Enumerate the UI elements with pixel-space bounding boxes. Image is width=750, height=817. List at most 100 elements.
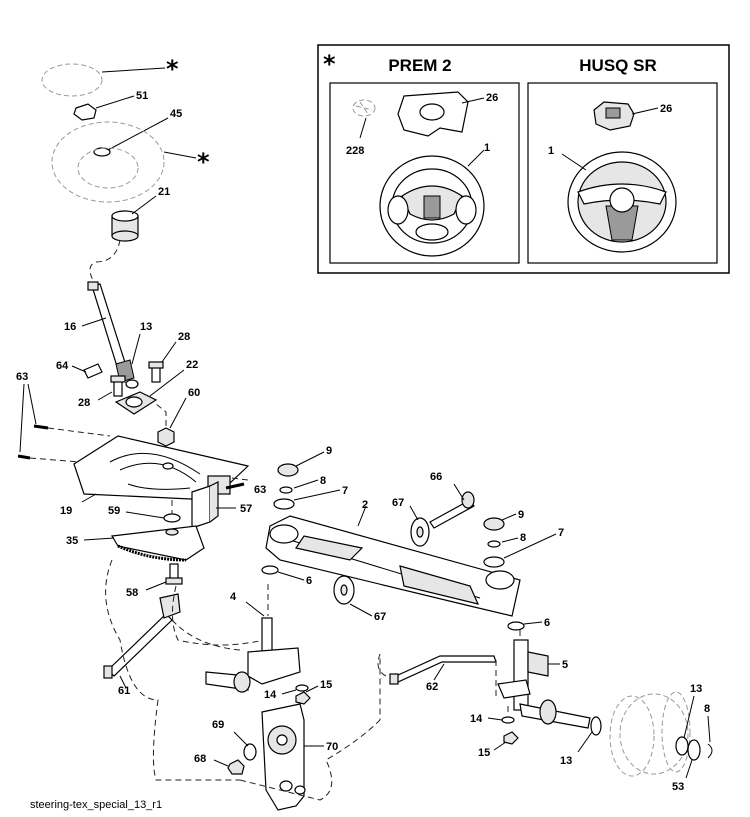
label-28-upper: 28 (178, 331, 190, 343)
wheel-ghost (51, 121, 165, 203)
bolt-58 (165, 563, 183, 585)
label-57: 57 (240, 503, 252, 515)
label-51: 51 (136, 90, 148, 102)
label-26-prem2: 26 (486, 92, 498, 104)
bolt-28-upper (148, 361, 164, 383)
key-64 (83, 363, 103, 379)
ring-8-right (487, 540, 501, 548)
label-4: 4 (230, 591, 237, 603)
bracket-57 (191, 481, 219, 529)
label-70: 70 (326, 741, 338, 753)
washer-13-inner (590, 716, 602, 736)
label-67-lower: 67 (374, 611, 386, 623)
steering-column-assembly: * 51 45 * 21 16 1 (16, 55, 210, 463)
label-60: 60 (188, 387, 200, 399)
bushing-67-lower (333, 575, 355, 605)
label-13-pinion: 13 (140, 321, 152, 333)
label-1-husq: 1 (548, 145, 554, 157)
label-6-left: 6 (306, 575, 312, 587)
label-228: 228 (346, 145, 364, 157)
label-16: 16 (64, 321, 76, 333)
bolt-63-a (33, 424, 49, 430)
washer-14-left (295, 684, 309, 692)
label-8-left: 8 (320, 475, 326, 487)
label-67-upper: 67 (392, 497, 404, 509)
label-8-right: 8 (520, 532, 526, 544)
label-13-outer: 13 (690, 683, 702, 695)
nut-51 (73, 103, 97, 121)
washer-14-right (501, 716, 515, 724)
washer-59 (163, 513, 181, 523)
label-9-right: 9 (518, 509, 524, 521)
bracket-70 (261, 703, 306, 811)
washer-6-left (261, 565, 279, 575)
front-wheel-ghost (609, 691, 691, 777)
label-14-left: 14 (264, 689, 277, 701)
washer-6-right (507, 621, 525, 631)
asterisk-wheel: * (197, 148, 210, 176)
label-61: 61 (118, 685, 130, 697)
label-8-clip: 8 (704, 703, 710, 715)
label-22: 22 (186, 359, 198, 371)
label-2: 2 (362, 499, 368, 511)
label-68: 68 (194, 753, 206, 765)
steering-wheel-variants-inset: * PREM 2 HUSQ SR 228 26 1 (317, 44, 730, 274)
label-15-left: 15 (320, 679, 332, 691)
nut-15-right (503, 731, 519, 745)
nut-68 (227, 759, 245, 775)
label-5: 5 (562, 659, 568, 671)
label-7-right: 7 (558, 527, 564, 539)
flange-bearing-22 (114, 391, 158, 415)
washer-53 (687, 739, 701, 761)
adapter-21 (111, 210, 139, 242)
label-69: 69 (212, 719, 224, 731)
prem2-title: PREM 2 (388, 56, 451, 75)
label-63-right: 63 (254, 484, 266, 496)
label-63-left: 63 (16, 371, 28, 383)
label-35: 35 (66, 535, 78, 547)
label-15-right: 15 (478, 747, 490, 759)
husq-steering-wheel (567, 151, 677, 253)
bolt-63-b (17, 454, 31, 460)
spindle-4 (205, 617, 301, 693)
inset-asterisk: * (323, 50, 336, 78)
drag-link-61 (103, 593, 181, 679)
asterisk-cap: * (166, 55, 179, 83)
washer-13-outer (675, 736, 689, 756)
wheel-cap-ghost (41, 63, 103, 97)
bolt-63-c (225, 482, 245, 490)
label-13-inner: 13 (560, 755, 572, 767)
ring-8-left (279, 486, 293, 494)
label-14-right: 14 (470, 713, 483, 725)
label-62: 62 (426, 681, 438, 693)
husq-sr-title: HUSQ SR (579, 56, 656, 75)
label-21: 21 (158, 186, 170, 198)
nut-60 (157, 427, 175, 447)
cap-9-right (483, 517, 505, 531)
washer-7-right (483, 556, 505, 568)
label-58: 58 (126, 587, 138, 599)
label-64: 64 (56, 360, 69, 372)
spindle-5 (497, 639, 591, 729)
prem2-steering-wheel (379, 155, 485, 257)
cap-9-left (277, 463, 299, 477)
label-45: 45 (170, 108, 182, 120)
pivot-bolt-66 (429, 491, 475, 529)
label-6-right: 6 (544, 617, 550, 629)
washer-69 (243, 743, 257, 761)
nut-15-left (295, 691, 311, 705)
tie-rod-62 (389, 655, 497, 685)
label-66: 66 (430, 471, 442, 483)
label-53: 53 (672, 781, 684, 793)
label-1-prem2: 1 (484, 142, 490, 154)
support-plate-19 (73, 435, 250, 501)
diagram-footer-id: steering-tex_special_13_r1 (30, 799, 162, 811)
bolt-28-lower (110, 375, 126, 397)
label-7-left: 7 (342, 485, 348, 497)
label-59: 59 (108, 505, 120, 517)
bushing-67-upper (410, 517, 430, 547)
sector-gear-35 (111, 525, 205, 562)
label-26-husq: 26 (660, 103, 672, 115)
label-28-lower: 28 (78, 397, 90, 409)
